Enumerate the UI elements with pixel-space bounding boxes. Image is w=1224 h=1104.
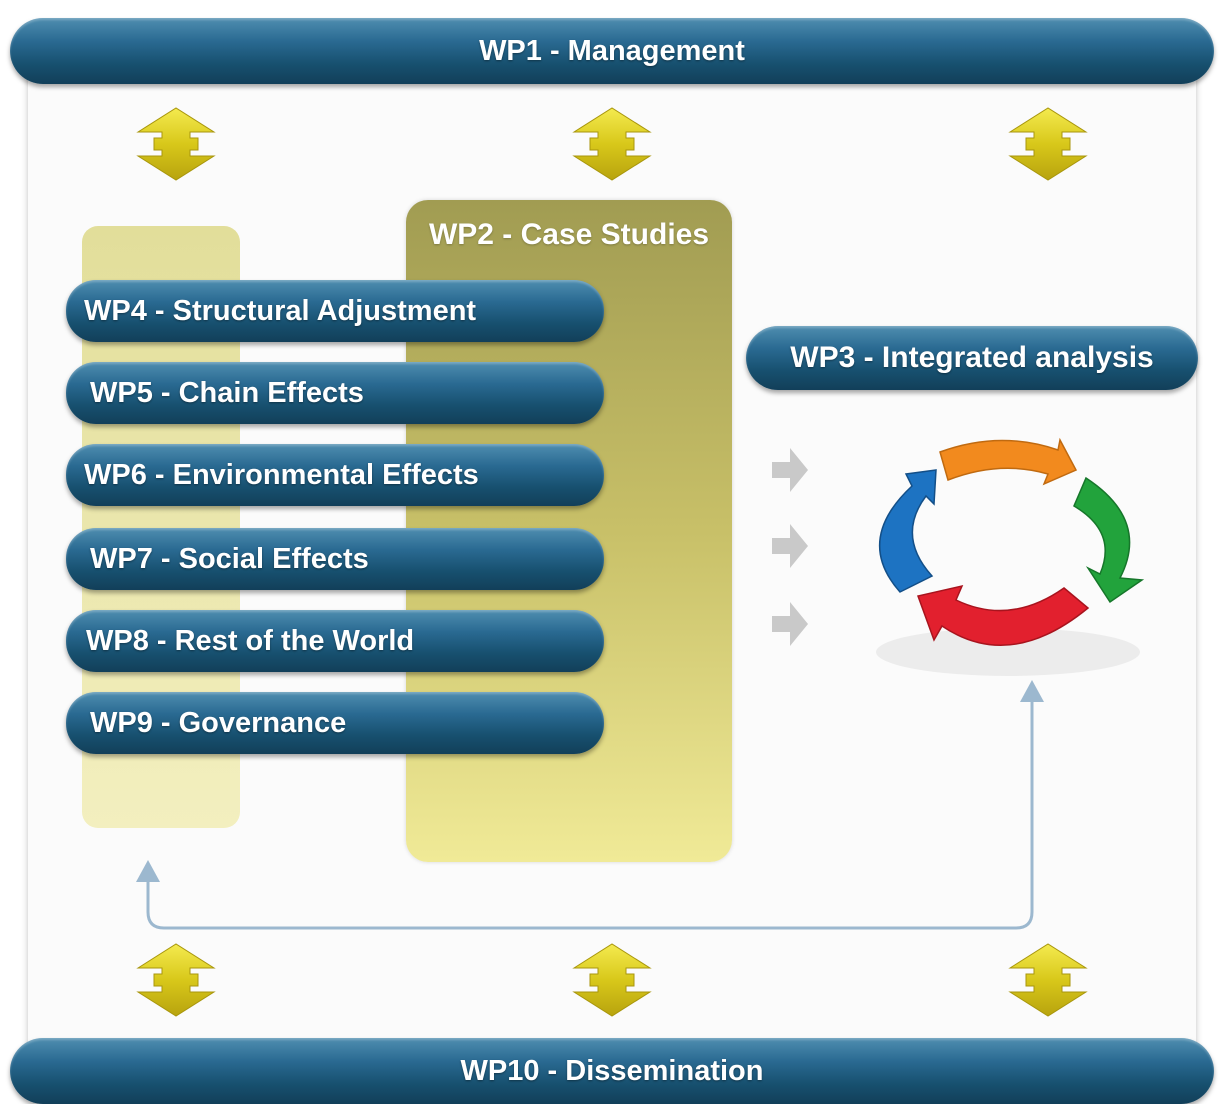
wp4-label: WP4 - Structural Adjustment — [84, 294, 477, 327]
wp5-bar: WP5 - Chain Effects — [66, 362, 604, 424]
wp8-label: WP8 - Rest of the World — [86, 624, 415, 657]
wp7-bar: WP7 - Social Effects — [66, 528, 604, 590]
wp4-bar: WP4 - Structural Adjustment — [66, 280, 604, 342]
wp3-label: WP3 - Integrated analysis — [790, 341, 1154, 374]
wp2-label: WP2 - Case Studies — [428, 218, 710, 251]
wp1-management-bar: WP1 - Management — [10, 18, 1214, 84]
wp5-label: WP5 - Chain Effects — [90, 376, 364, 409]
wp6-label: WP6 - Environmental Effects — [84, 458, 479, 491]
wp7-label: WP7 - Social Effects — [90, 542, 369, 575]
wp10-label: WP10 - Dissemination — [460, 1054, 764, 1087]
wp9-bar: WP9 - Governance — [66, 692, 604, 754]
wp3-integrated-analysis-bar: WP3 - Integrated analysis — [746, 326, 1198, 390]
wp9-label: WP9 - Governance — [90, 706, 347, 739]
wp10-dissemination-bar: WP10 - Dissemination — [10, 1038, 1214, 1104]
wp1-label: WP1 - Management — [479, 34, 745, 67]
wp6-bar: WP6 - Environmental Effects — [66, 444, 604, 506]
wp8-bar: WP8 - Rest of the World — [66, 610, 604, 672]
